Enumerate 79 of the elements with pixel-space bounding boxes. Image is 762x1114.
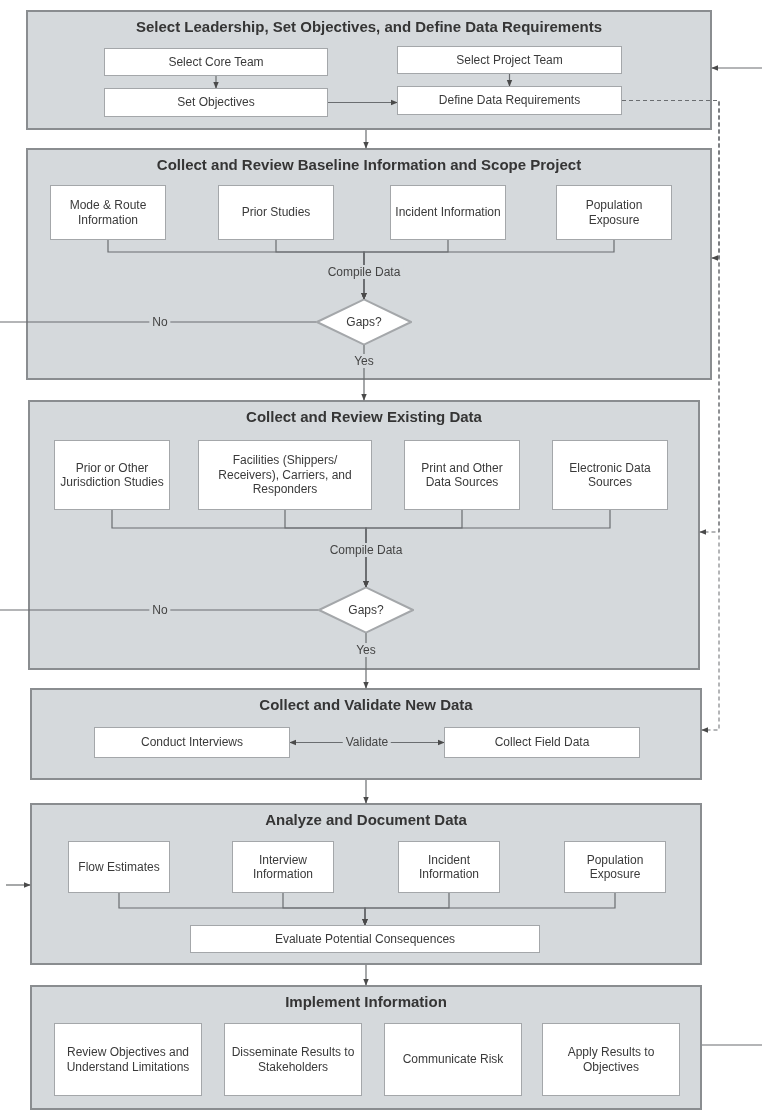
- step-label: Prior or Other Jurisdiction Studies: [59, 460, 165, 490]
- step-box: [68, 841, 170, 893]
- step-label: Evaluate Potential Consequences: [274, 931, 456, 947]
- step-box: [104, 88, 328, 117]
- step-box: [384, 1023, 522, 1096]
- stage-panel: [30, 803, 702, 965]
- arrow: [363, 509, 611, 588]
- step-box: [218, 185, 334, 240]
- step-box: [104, 48, 328, 76]
- step-label: Mode & Route Information: [68, 198, 148, 227]
- step-label: Review Objectives and Understand Limitations: [65, 1045, 191, 1074]
- step-label: Electronic Data Sources: [568, 460, 652, 490]
- edge-label: Validate: [342, 735, 392, 749]
- arrow: [711, 65, 762, 71]
- step-box: [198, 440, 372, 510]
- step-box: [232, 841, 334, 893]
- stage-panel: [30, 985, 702, 1110]
- arrow: [5, 882, 31, 888]
- step-box: [94, 727, 290, 758]
- step-label: Define Data Requirements: [438, 93, 581, 108]
- stage-title: Analyze and Document Data: [265, 811, 467, 828]
- step-box: [398, 841, 500, 893]
- step-box: [444, 727, 640, 758]
- stage-title: Select Leadership, Set Objectives, and Define Data Requirements: [136, 18, 602, 35]
- step-label: Set Objectives: [177, 95, 255, 110]
- arrow: [363, 779, 369, 804]
- arrow: [363, 964, 369, 986]
- step-box: [190, 925, 540, 953]
- step-label: Collect Field Data: [494, 735, 590, 750]
- step-box: [556, 185, 672, 240]
- step-label: Conduct Interviews: [140, 735, 243, 750]
- arrow: [213, 75, 219, 89]
- stage-title: Collect and Validate New Data: [259, 696, 473, 713]
- step-label: Incident Information: [418, 852, 480, 882]
- stage-panel: [28, 400, 700, 670]
- stage-title: Collect and Review Baseline Information and Scope Project: [156, 156, 582, 173]
- edge-label: No: [149, 315, 171, 329]
- step-label: Communicate Risk: [402, 1052, 504, 1067]
- stage-panel: [26, 10, 712, 130]
- step-box: [390, 185, 506, 240]
- step-box: [54, 440, 170, 510]
- edge-label: No: [149, 603, 171, 617]
- step-box: [564, 841, 666, 893]
- step-box: [397, 86, 622, 115]
- step-label: Incident Information: [395, 205, 501, 220]
- step-label: Select Core Team: [168, 54, 264, 70]
- arrow: [362, 892, 616, 926]
- step-label: Select Project Team: [456, 52, 563, 68]
- step-box: [552, 440, 668, 510]
- step-box: [224, 1023, 362, 1096]
- step-box: [404, 440, 520, 510]
- step-label: Prior Studies: [241, 205, 311, 220]
- arrow: [363, 129, 369, 149]
- stage-panel: [30, 688, 702, 780]
- connector-line: [0, 321, 317, 323]
- stage-panel: [26, 148, 712, 380]
- step-label: Print and Other Data Sources: [420, 460, 504, 490]
- step-label: Flow Estimates: [78, 859, 160, 875]
- step-box: [50, 185, 166, 240]
- step-label: Apply Results to Objectives: [566, 1045, 656, 1074]
- edge-label: Yes: [351, 354, 377, 368]
- connector-line: [0, 609, 319, 611]
- step-label: Population Exposure: [584, 198, 644, 227]
- step-label: Facilities (Shippers/ Receivers), Carriers, and Responders: [217, 453, 353, 497]
- edge-label: Yes: [353, 643, 379, 657]
- step-box: [397, 46, 622, 74]
- step-box: [54, 1023, 202, 1096]
- decision-label: Gaps?: [348, 603, 384, 617]
- step-label: Disseminate Results to Stakeholders: [230, 1045, 356, 1074]
- step-label: Interview Information: [252, 852, 314, 882]
- arrow: [361, 239, 615, 300]
- step-box: [542, 1023, 680, 1096]
- stage-title: Collect and Review Existing Data: [246, 408, 482, 425]
- decision-label: Gaps?: [346, 315, 382, 329]
- arrow: [327, 99, 398, 106]
- stage-title: Implement Information: [285, 993, 447, 1010]
- step-label: Population Exposure: [585, 852, 645, 882]
- connector-line: [701, 1044, 762, 1046]
- arrow: [506, 73, 513, 87]
